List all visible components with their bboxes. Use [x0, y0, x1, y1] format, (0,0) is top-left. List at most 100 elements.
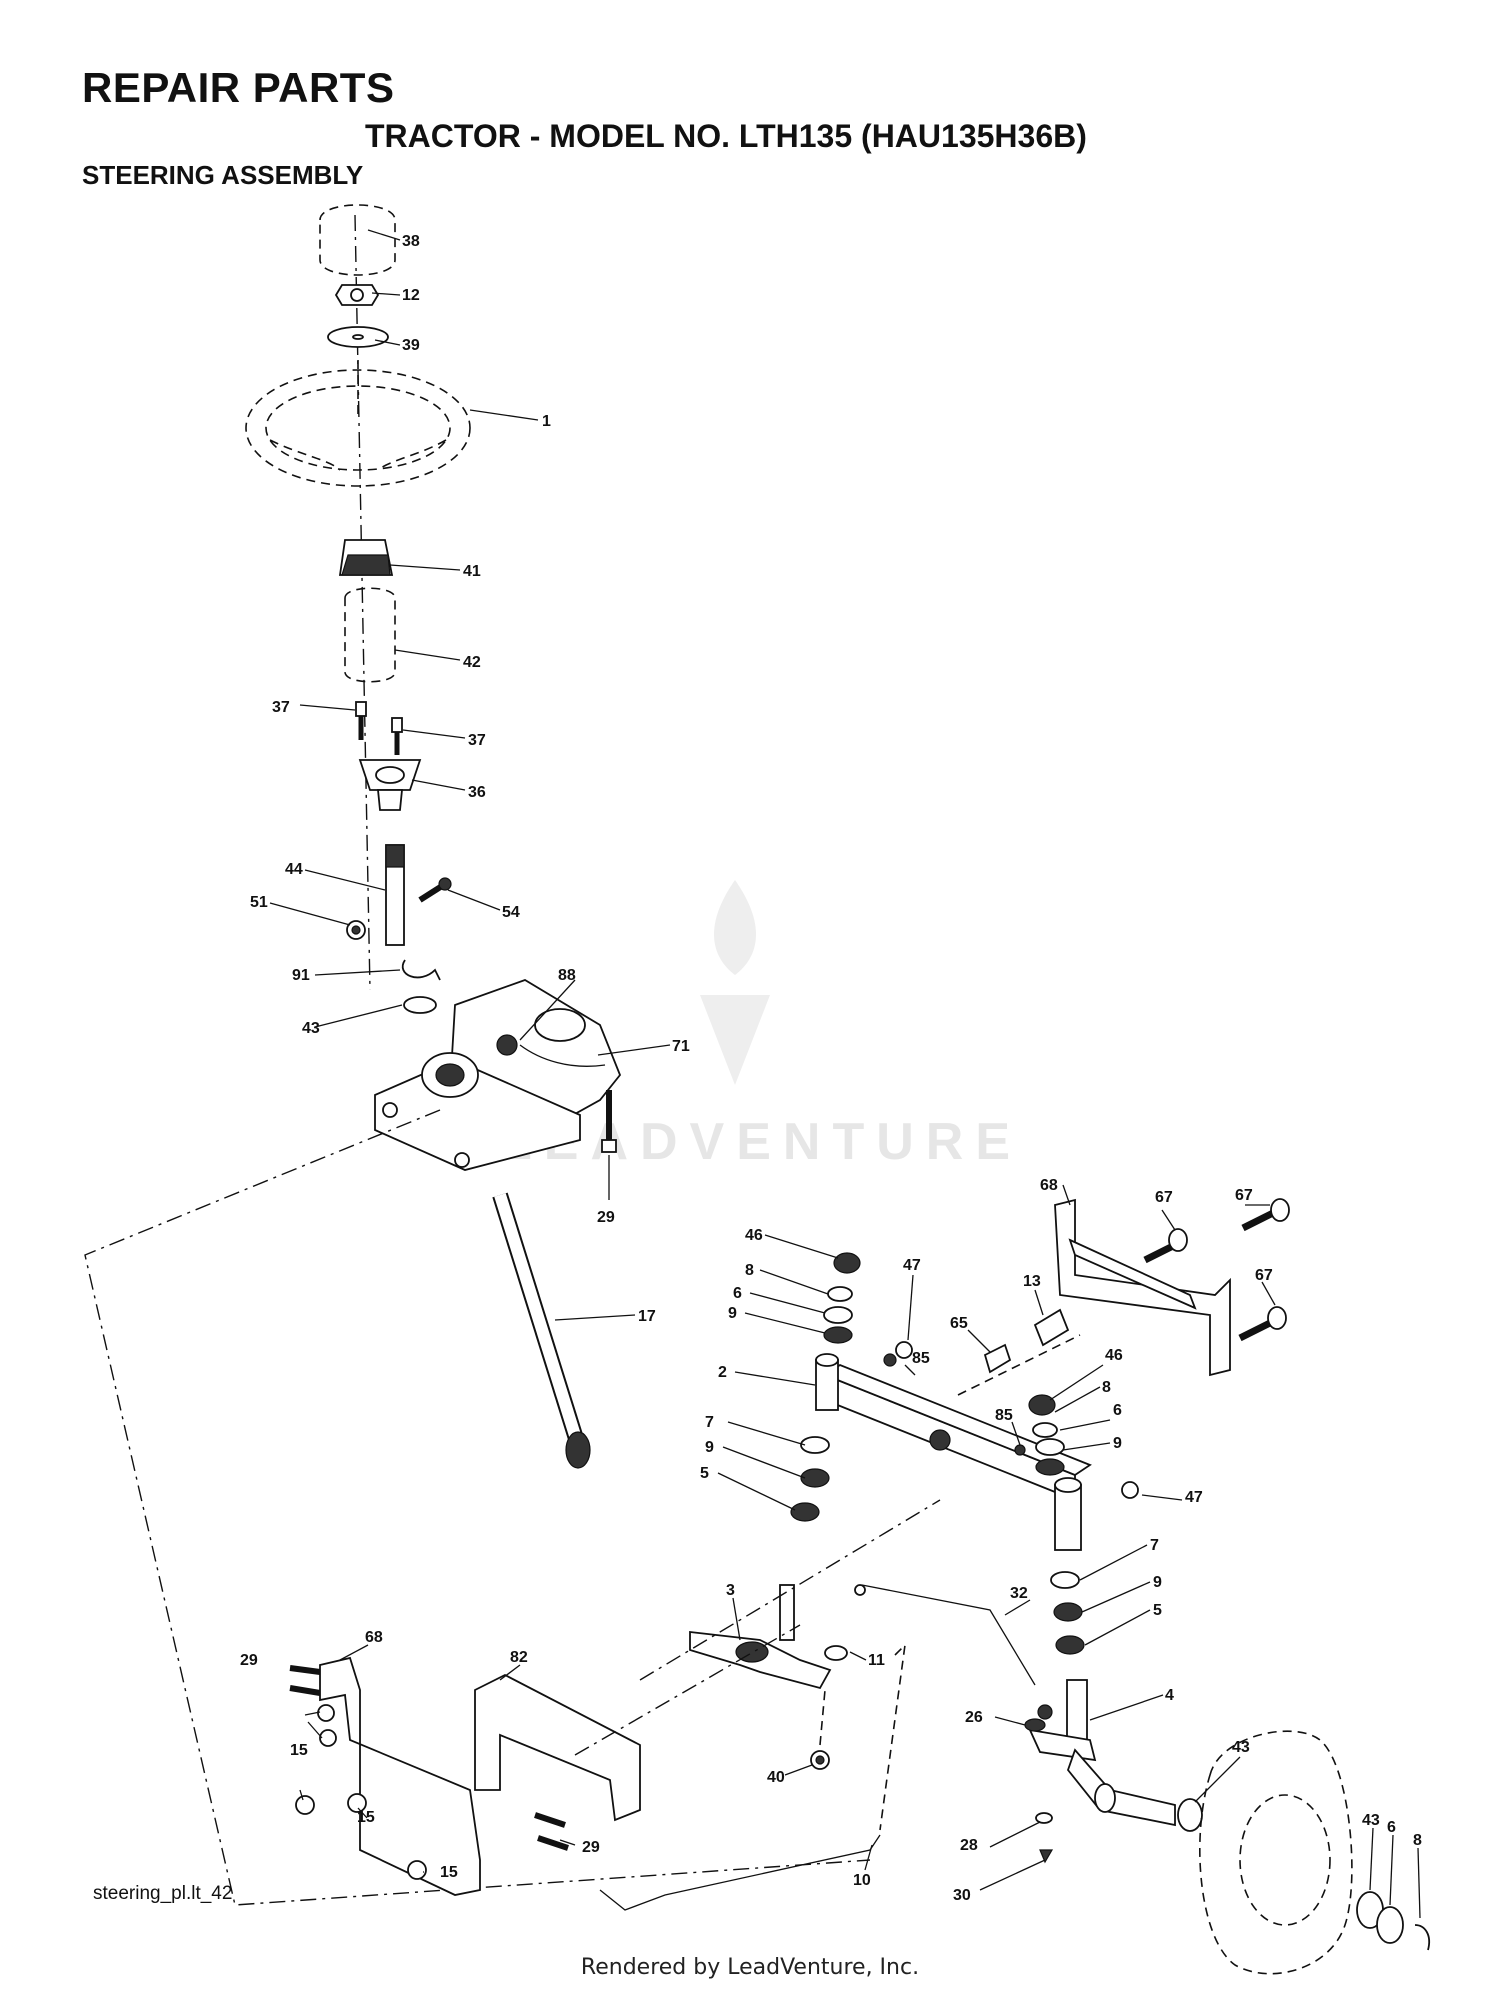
callout-43-b: 43	[1232, 1739, 1250, 1756]
boundary-line-2	[574, 1624, 801, 1756]
callout-51: 51	[250, 894, 268, 911]
callout-3: 3	[726, 1582, 735, 1599]
callout-67-a: 67	[1155, 1189, 1173, 1206]
callout-30: 30	[953, 1887, 971, 1904]
callout-8-a: 8	[745, 1262, 754, 1279]
callout-46-a: 46	[745, 1227, 763, 1244]
callout-85-b: 85	[995, 1407, 1013, 1424]
callout-2: 2	[718, 1364, 727, 1381]
callout-8-b: 8	[1102, 1379, 1111, 1396]
callout-54: 54	[502, 904, 520, 921]
callout-6-a: 6	[733, 1285, 742, 1302]
callout-82: 82	[510, 1649, 528, 1666]
callout-37-b: 37	[468, 732, 486, 749]
callout-9-c: 9	[705, 1439, 714, 1456]
callout-13: 13	[1023, 1273, 1041, 1290]
callout-6-c: 6	[1387, 1819, 1396, 1836]
callout-15-c: 15	[440, 1864, 458, 1881]
callout-5-b: 5	[1153, 1602, 1162, 1619]
callout-68-b: 68	[365, 1629, 383, 1646]
callout-4: 4	[1165, 1687, 1174, 1704]
callout-67-c: 67	[1255, 1267, 1273, 1284]
watermark-text: LEADVENTURE	[500, 1113, 1023, 1171]
pivot-pins-part	[957, 1308, 1081, 1396]
callout-47-a: 47	[903, 1257, 921, 1274]
callout-40: 40	[767, 1769, 785, 1786]
boundary-line-3	[639, 1499, 941, 1681]
callout-44: 44	[285, 861, 303, 878]
callout-47-b: 47	[1185, 1489, 1203, 1506]
callout-7-a: 7	[705, 1414, 714, 1431]
axle-bracket-part	[1054, 1198, 1231, 1377]
callout-38: 38	[402, 233, 420, 250]
bushing-plate-part	[358, 759, 422, 811]
callout-11: 11	[868, 1652, 885, 1669]
cap-part	[319, 204, 396, 276]
callout-39: 39	[402, 337, 420, 354]
callout-10: 10	[853, 1872, 871, 1889]
grease-fitting-part	[883, 1341, 1139, 1499]
tie-rod-part	[854, 1584, 1036, 1686]
callout-91: 91	[292, 967, 310, 984]
bolt-67-part	[1143, 1198, 1290, 1342]
rendered-by-footer: Rendered by LeadVenture, Inc.	[580, 1955, 920, 1980]
drag-link-part	[492, 1192, 591, 1469]
callout-68: 68	[1040, 1177, 1058, 1194]
steering-boot-part	[344, 587, 396, 683]
callout-1: 1	[542, 413, 551, 430]
callout-67-b: 67	[1235, 1187, 1253, 1204]
callout-9-b: 9	[1113, 1435, 1122, 1452]
page-title: REPAIR PARTS	[82, 64, 395, 111]
drag-link-rod-part	[599, 1642, 907, 1911]
front-wheel-part	[1177, 1730, 1430, 1975]
nut-part	[334, 284, 380, 306]
callout-17: 17	[638, 1308, 656, 1325]
spindle-right-part	[1028, 1679, 1176, 1827]
callout-29: 29	[597, 1209, 615, 1226]
nut-51-part	[346, 920, 366, 940]
callout-32: 32	[1010, 1585, 1028, 1602]
callout-9-a: 9	[728, 1305, 737, 1322]
spindle-left-part	[689, 1584, 832, 1690]
callout-37-a: 37	[272, 699, 290, 716]
callout-26: 26	[965, 1709, 983, 1726]
callout-15-a: 15	[290, 1742, 308, 1759]
left-bracket-part	[317, 1656, 641, 1896]
callout-28: 28	[960, 1837, 978, 1854]
spindle-washers-left	[790, 1252, 861, 1522]
small-hardware-part	[810, 1645, 1054, 1864]
leader-lines	[269, 229, 1421, 1919]
callout-46-b: 46	[1105, 1347, 1123, 1364]
callout-36: 36	[468, 784, 486, 801]
bolt-54-part	[418, 877, 452, 903]
spindle-washers-right	[1028, 1394, 1085, 1655]
callout-29-c: 29	[240, 1652, 258, 1669]
callout-41: 41	[463, 563, 481, 580]
callout-15-b: 15	[357, 1809, 375, 1826]
steering-wheel-part	[245, 360, 471, 487]
callout-42: 42	[463, 654, 481, 671]
callout-43-c: 43	[1362, 1812, 1380, 1829]
bolt-29-part	[601, 1090, 617, 1153]
model-subtitle: TRACTOR - MODEL NO. LTH135 (HAU135H36B)	[365, 118, 1087, 154]
callout-43: 43	[302, 1020, 320, 1037]
callout-29-b: 29	[582, 1839, 600, 1856]
callout-6-b: 6	[1113, 1402, 1122, 1419]
callout-85-a: 85	[912, 1350, 930, 1367]
nut-15-part	[295, 1793, 427, 1880]
steering-shaft-part	[385, 844, 405, 946]
washer-43-part	[403, 996, 437, 1014]
clip-part	[402, 959, 441, 981]
callout-9-d: 9	[1153, 1574, 1162, 1591]
watermark-logo	[700, 880, 770, 1085]
callout-88: 88	[558, 967, 576, 984]
hub-adapter-part	[338, 539, 394, 576]
callout-7-b: 7	[1150, 1537, 1159, 1554]
bolt-part	[355, 701, 403, 755]
callout-8-c: 8	[1413, 1832, 1422, 1849]
callout-labels: 38 12 39 1 41 42 37 37 36 44 54 51 91 88…	[240, 233, 1422, 1904]
callout-12: 12	[402, 287, 420, 304]
section-title: STEERING ASSEMBLY	[82, 160, 364, 190]
callout-71: 71	[672, 1038, 690, 1055]
